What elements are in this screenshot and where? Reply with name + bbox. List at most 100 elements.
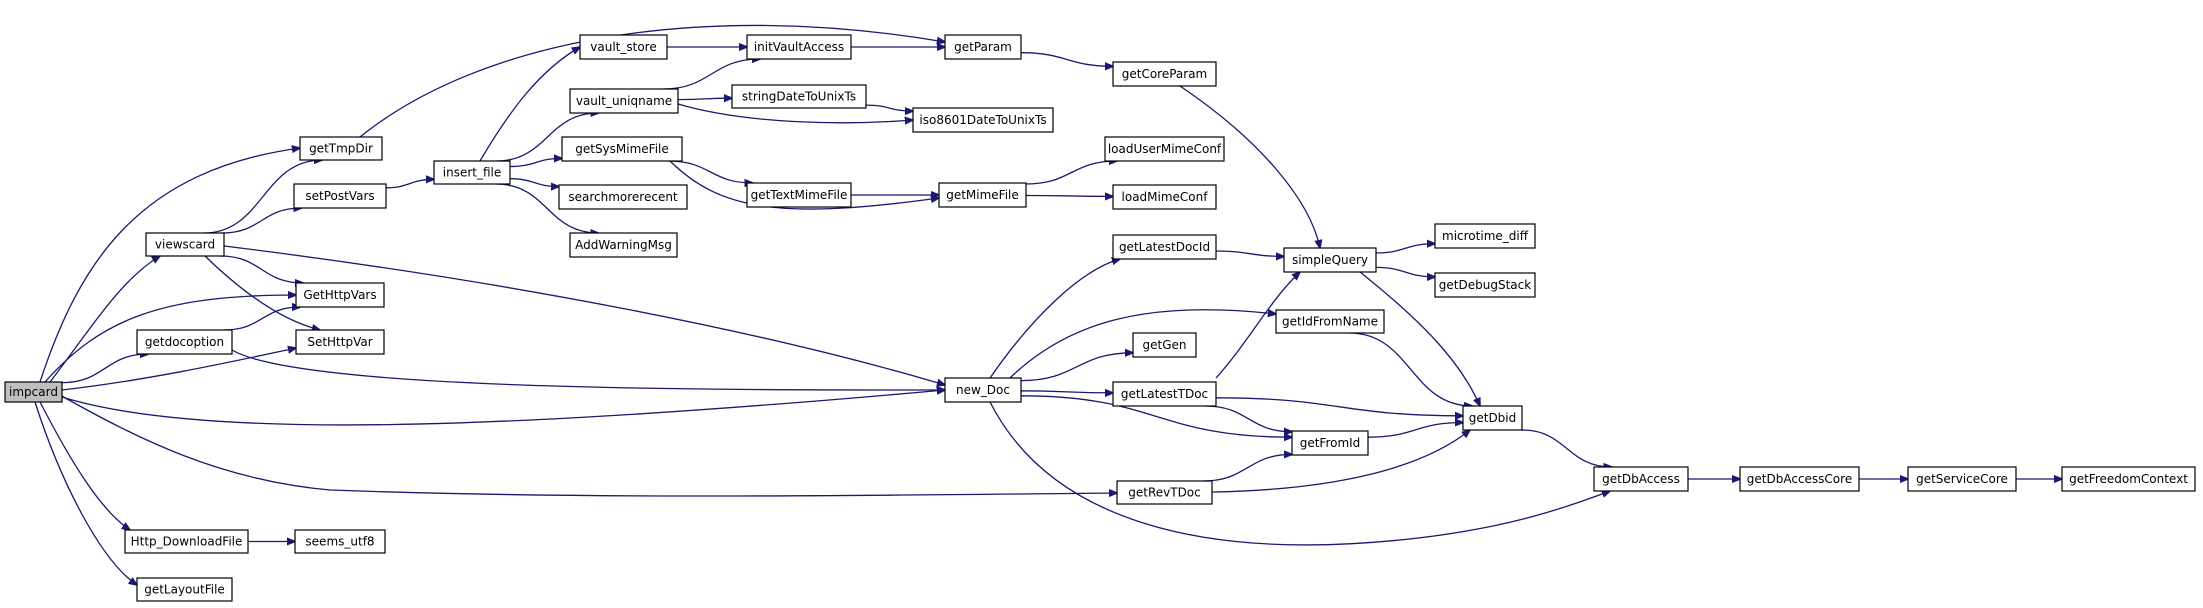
- node-box-getDbAccess[interactable]: [1593, 466, 1689, 492]
- node-getLatestTDoc[interactable]: getLatestTDoc: [1112, 381, 1217, 407]
- node-searchmorerecent[interactable]: searchmorerecent: [558, 184, 688, 210]
- node-box-viewscard[interactable]: [145, 232, 225, 257]
- node-box-getLatestTDoc[interactable]: [1112, 381, 1217, 407]
- node-iso8601DateToUnixTs[interactable]: iso8601DateToUnixTs: [912, 107, 1054, 133]
- node-box-getIdFromName[interactable]: [1275, 309, 1385, 334]
- node-getGen[interactable]: getGen: [1132, 332, 1197, 358]
- node-vault_uniqname[interactable]: vault_uniqname: [569, 88, 679, 114]
- node-getFreedomContext[interactable]: getFreedomContext: [2061, 466, 2196, 492]
- node-box-getParam[interactable]: [944, 34, 1022, 60]
- node-box-loadMimeConf[interactable]: [1112, 184, 1217, 210]
- edge-getFromId-to-getDbid: [1367, 423, 1463, 438]
- node-stringDateToUnixTs[interactable]: stringDateToUnixTs: [731, 84, 867, 109]
- node-getLatestDocId[interactable]: getLatestDocId: [1112, 234, 1217, 260]
- edge-impcard-to-new_Doc: [61, 390, 945, 426]
- node-getRevTDoc[interactable]: getRevTDoc: [1116, 480, 1213, 505]
- node-box-getdocoption[interactable]: [136, 329, 233, 355]
- edge-new_Doc-to-getLatestDocId: [989, 259, 1120, 379]
- node-SetHttpVar[interactable]: SetHttpVar: [295, 329, 385, 355]
- node-getDbid[interactable]: getDbid: [1462, 405, 1523, 431]
- node-box-getLayoutFile[interactable]: [136, 577, 233, 602]
- node-box-getRevTDoc[interactable]: [1116, 480, 1213, 505]
- node-box-getSysMimeFile[interactable]: [561, 136, 683, 162]
- node-label-getRevTDoc: getRevTDoc: [1128, 486, 1201, 500]
- node-box-getCoreParam[interactable]: [1112, 61, 1217, 87]
- edge-getRevTDoc-to-getFromId: [1202, 454, 1292, 482]
- node-loadUserMimeConf[interactable]: loadUserMimeConf: [1104, 136, 1225, 162]
- edge-getDbid-to-getDbAccess: [1521, 429, 1612, 467]
- node-box-insert_file[interactable]: [433, 160, 511, 185]
- node-box-getDebugStack[interactable]: [1434, 272, 1536, 298]
- node-box-iso8601DateToUnixTs[interactable]: [912, 107, 1054, 133]
- node-getServiceCore[interactable]: getServiceCore: [1907, 466, 2017, 492]
- node-box-searchmorerecent[interactable]: [558, 184, 688, 210]
- edges-layer: [34, 24, 2062, 585]
- node-viewscard[interactable]: viewscard: [145, 232, 225, 257]
- node-AddWarningMsg[interactable]: AddWarningMsg: [569, 232, 678, 258]
- node-box-getLatestDocId[interactable]: [1112, 234, 1217, 260]
- edge-new_Doc-to-getLatestTDoc: [1020, 391, 1113, 393]
- edge-insert_file-to-searchmorerecent: [509, 178, 559, 187]
- node-box-getServiceCore[interactable]: [1907, 466, 2017, 492]
- node-getFromId[interactable]: getFromId: [1291, 430, 1369, 456]
- node-microtime_diff[interactable]: microtime_diff: [1434, 223, 1536, 249]
- node-getLayoutFile[interactable]: getLayoutFile: [136, 577, 233, 602]
- node-box-AddWarningMsg[interactable]: [569, 232, 678, 258]
- node-box-getTmpDir[interactable]: [299, 136, 383, 161]
- node-box-initVaultAccess[interactable]: [746, 34, 852, 60]
- node-simpleQuery[interactable]: simpleQuery: [1283, 247, 1377, 273]
- node-box-stringDateToUnixTs[interactable]: [731, 84, 867, 109]
- node-box-simpleQuery[interactable]: [1283, 247, 1377, 273]
- node-impcard[interactable]: impcard: [4, 381, 63, 403]
- node-setPostVars[interactable]: setPostVars: [293, 183, 387, 209]
- node-getDbAccessCore[interactable]: getDbAccessCore: [1739, 466, 1860, 492]
- node-box-new_Doc[interactable]: [944, 377, 1022, 403]
- node-loadMimeConf[interactable]: loadMimeConf: [1112, 184, 1217, 210]
- edge-impcard-to-getRevTDoc: [59, 394, 1117, 496]
- node-label-getLatestDocId: getLatestDocId: [1119, 240, 1210, 254]
- edge-insert_file-to-vault_uniqname: [496, 113, 598, 162]
- node-box-getFreedomContext[interactable]: [2061, 466, 2196, 492]
- node-box-getDbAccessCore[interactable]: [1739, 466, 1860, 492]
- node-box-vault_store[interactable]: [579, 34, 668, 60]
- node-label-getDbAccess: getDbAccess: [1602, 472, 1680, 486]
- node-seems_utf8[interactable]: seems_utf8: [294, 529, 386, 554]
- edge-new_Doc-to-getDbAccess: [989, 401, 1610, 546]
- edge-getCoreParam-to-simpleQuery: [1179, 85, 1320, 248]
- node-new_Doc[interactable]: new_Doc: [944, 377, 1022, 403]
- node-box-getGen[interactable]: [1132, 332, 1197, 358]
- node-box-vault_uniqname[interactable]: [569, 88, 679, 114]
- node-getIdFromName[interactable]: getIdFromName: [1275, 309, 1385, 334]
- node-getParam[interactable]: getParam: [944, 34, 1022, 60]
- node-getdocoption[interactable]: getdocoption: [136, 329, 233, 355]
- node-box-setPostVars[interactable]: [293, 183, 387, 209]
- node-getCoreParam[interactable]: getCoreParam: [1112, 61, 1217, 87]
- node-getDebugStack[interactable]: getDebugStack: [1434, 272, 1536, 298]
- node-box-Http_DownloadFile[interactable]: [124, 529, 249, 554]
- node-Http_DownloadFile[interactable]: Http_DownloadFile: [124, 529, 249, 554]
- node-getTextMimeFile[interactable]: getTextMimeFile: [746, 182, 852, 208]
- node-label-getDebugStack: getDebugStack: [1439, 278, 1531, 292]
- node-box-getMimeFile[interactable]: [938, 182, 1027, 208]
- node-box-seems_utf8[interactable]: [294, 529, 386, 554]
- node-box-microtime_diff[interactable]: [1434, 223, 1536, 249]
- edge-viewscard-to-GetHttpVars: [220, 255, 303, 283]
- node-box-getDbid[interactable]: [1462, 405, 1523, 431]
- node-box-getTextMimeFile[interactable]: [746, 182, 852, 208]
- node-getSysMimeFile[interactable]: getSysMimeFile: [561, 136, 683, 162]
- node-box-loadUserMimeConf[interactable]: [1104, 136, 1225, 162]
- node-getMimeFile[interactable]: getMimeFile: [938, 182, 1027, 208]
- node-getTmpDir[interactable]: getTmpDir: [299, 136, 383, 161]
- node-vault_store[interactable]: vault_store: [579, 34, 668, 60]
- node-box-getFromId[interactable]: [1291, 430, 1369, 456]
- node-box-GetHttpVars[interactable]: [295, 282, 385, 308]
- node-initVaultAccess[interactable]: initVaultAccess: [746, 34, 852, 60]
- node-box-impcard[interactable]: [4, 381, 63, 403]
- node-label-loadUserMimeConf: loadUserMimeConf: [1108, 142, 1222, 156]
- node-getDbAccess[interactable]: getDbAccess: [1593, 466, 1689, 492]
- node-GetHttpVars[interactable]: GetHttpVars: [295, 282, 385, 308]
- node-insert_file[interactable]: insert_file: [433, 160, 511, 185]
- node-label-SetHttpVar: SetHttpVar: [307, 335, 372, 349]
- node-box-SetHttpVar[interactable]: [295, 329, 385, 355]
